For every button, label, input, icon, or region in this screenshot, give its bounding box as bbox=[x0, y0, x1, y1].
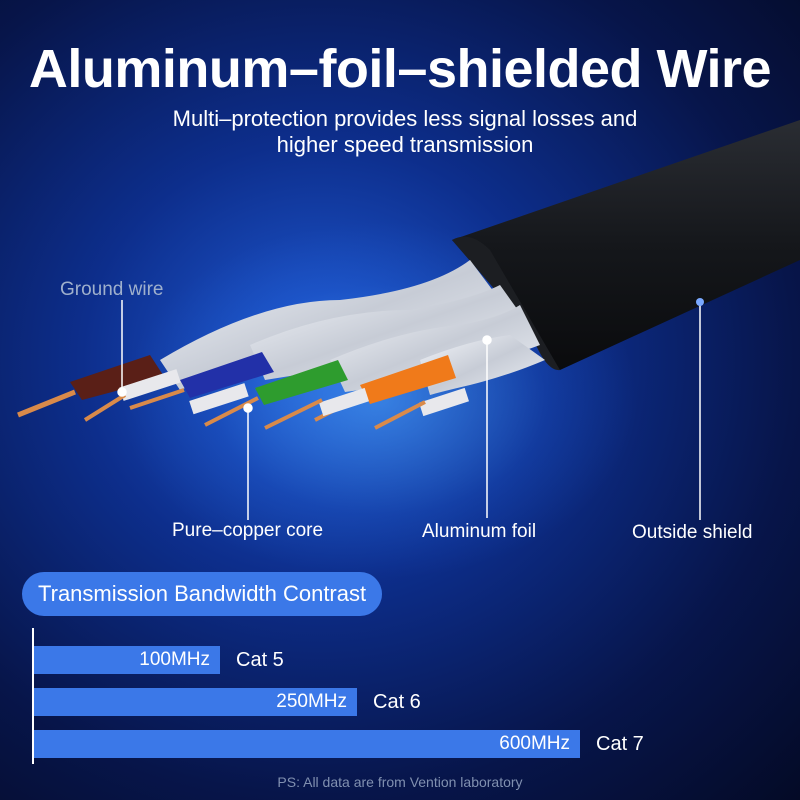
aluminum-foil-label: Aluminum foil bbox=[422, 521, 537, 542]
outside-shield-label: Outside shield bbox=[632, 522, 753, 543]
green-wire bbox=[204, 360, 348, 427]
bar-cat-7: 600MHz bbox=[34, 730, 580, 758]
bar-cat-6: 250MHz bbox=[34, 688, 357, 716]
page-subtitle: Multi–protection provides less signal lo… bbox=[0, 106, 800, 158]
foil-shielded-pairs bbox=[160, 260, 545, 395]
ground-wire-brown bbox=[17, 355, 165, 418]
chart-axis bbox=[32, 628, 34, 764]
white-wires bbox=[83, 369, 469, 430]
category-label-cat-7: Cat 7 bbox=[596, 733, 644, 755]
subtitle-line-1: Multi–protection provides less signal lo… bbox=[172, 106, 638, 131]
category-label-cat-6: Cat 6 bbox=[373, 691, 421, 713]
callout-lines bbox=[117, 298, 704, 520]
subtitle-line-2: higher speed transmission bbox=[276, 132, 534, 157]
page-title: Aluminum–foil–shielded Wire bbox=[28, 39, 772, 99]
footnote: PS: All data are from Vention laboratory bbox=[277, 774, 523, 790]
pure-copper-core-label: Pure–copper core bbox=[172, 520, 324, 541]
chart-title: Transmission Bandwidth Contrast bbox=[22, 572, 383, 616]
ground-wire-label: Ground wire bbox=[60, 279, 164, 300]
bar-cat-5: 100MHz bbox=[34, 646, 220, 674]
category-label-cat-5: Cat 5 bbox=[236, 649, 284, 671]
blue-wire bbox=[129, 352, 274, 410]
